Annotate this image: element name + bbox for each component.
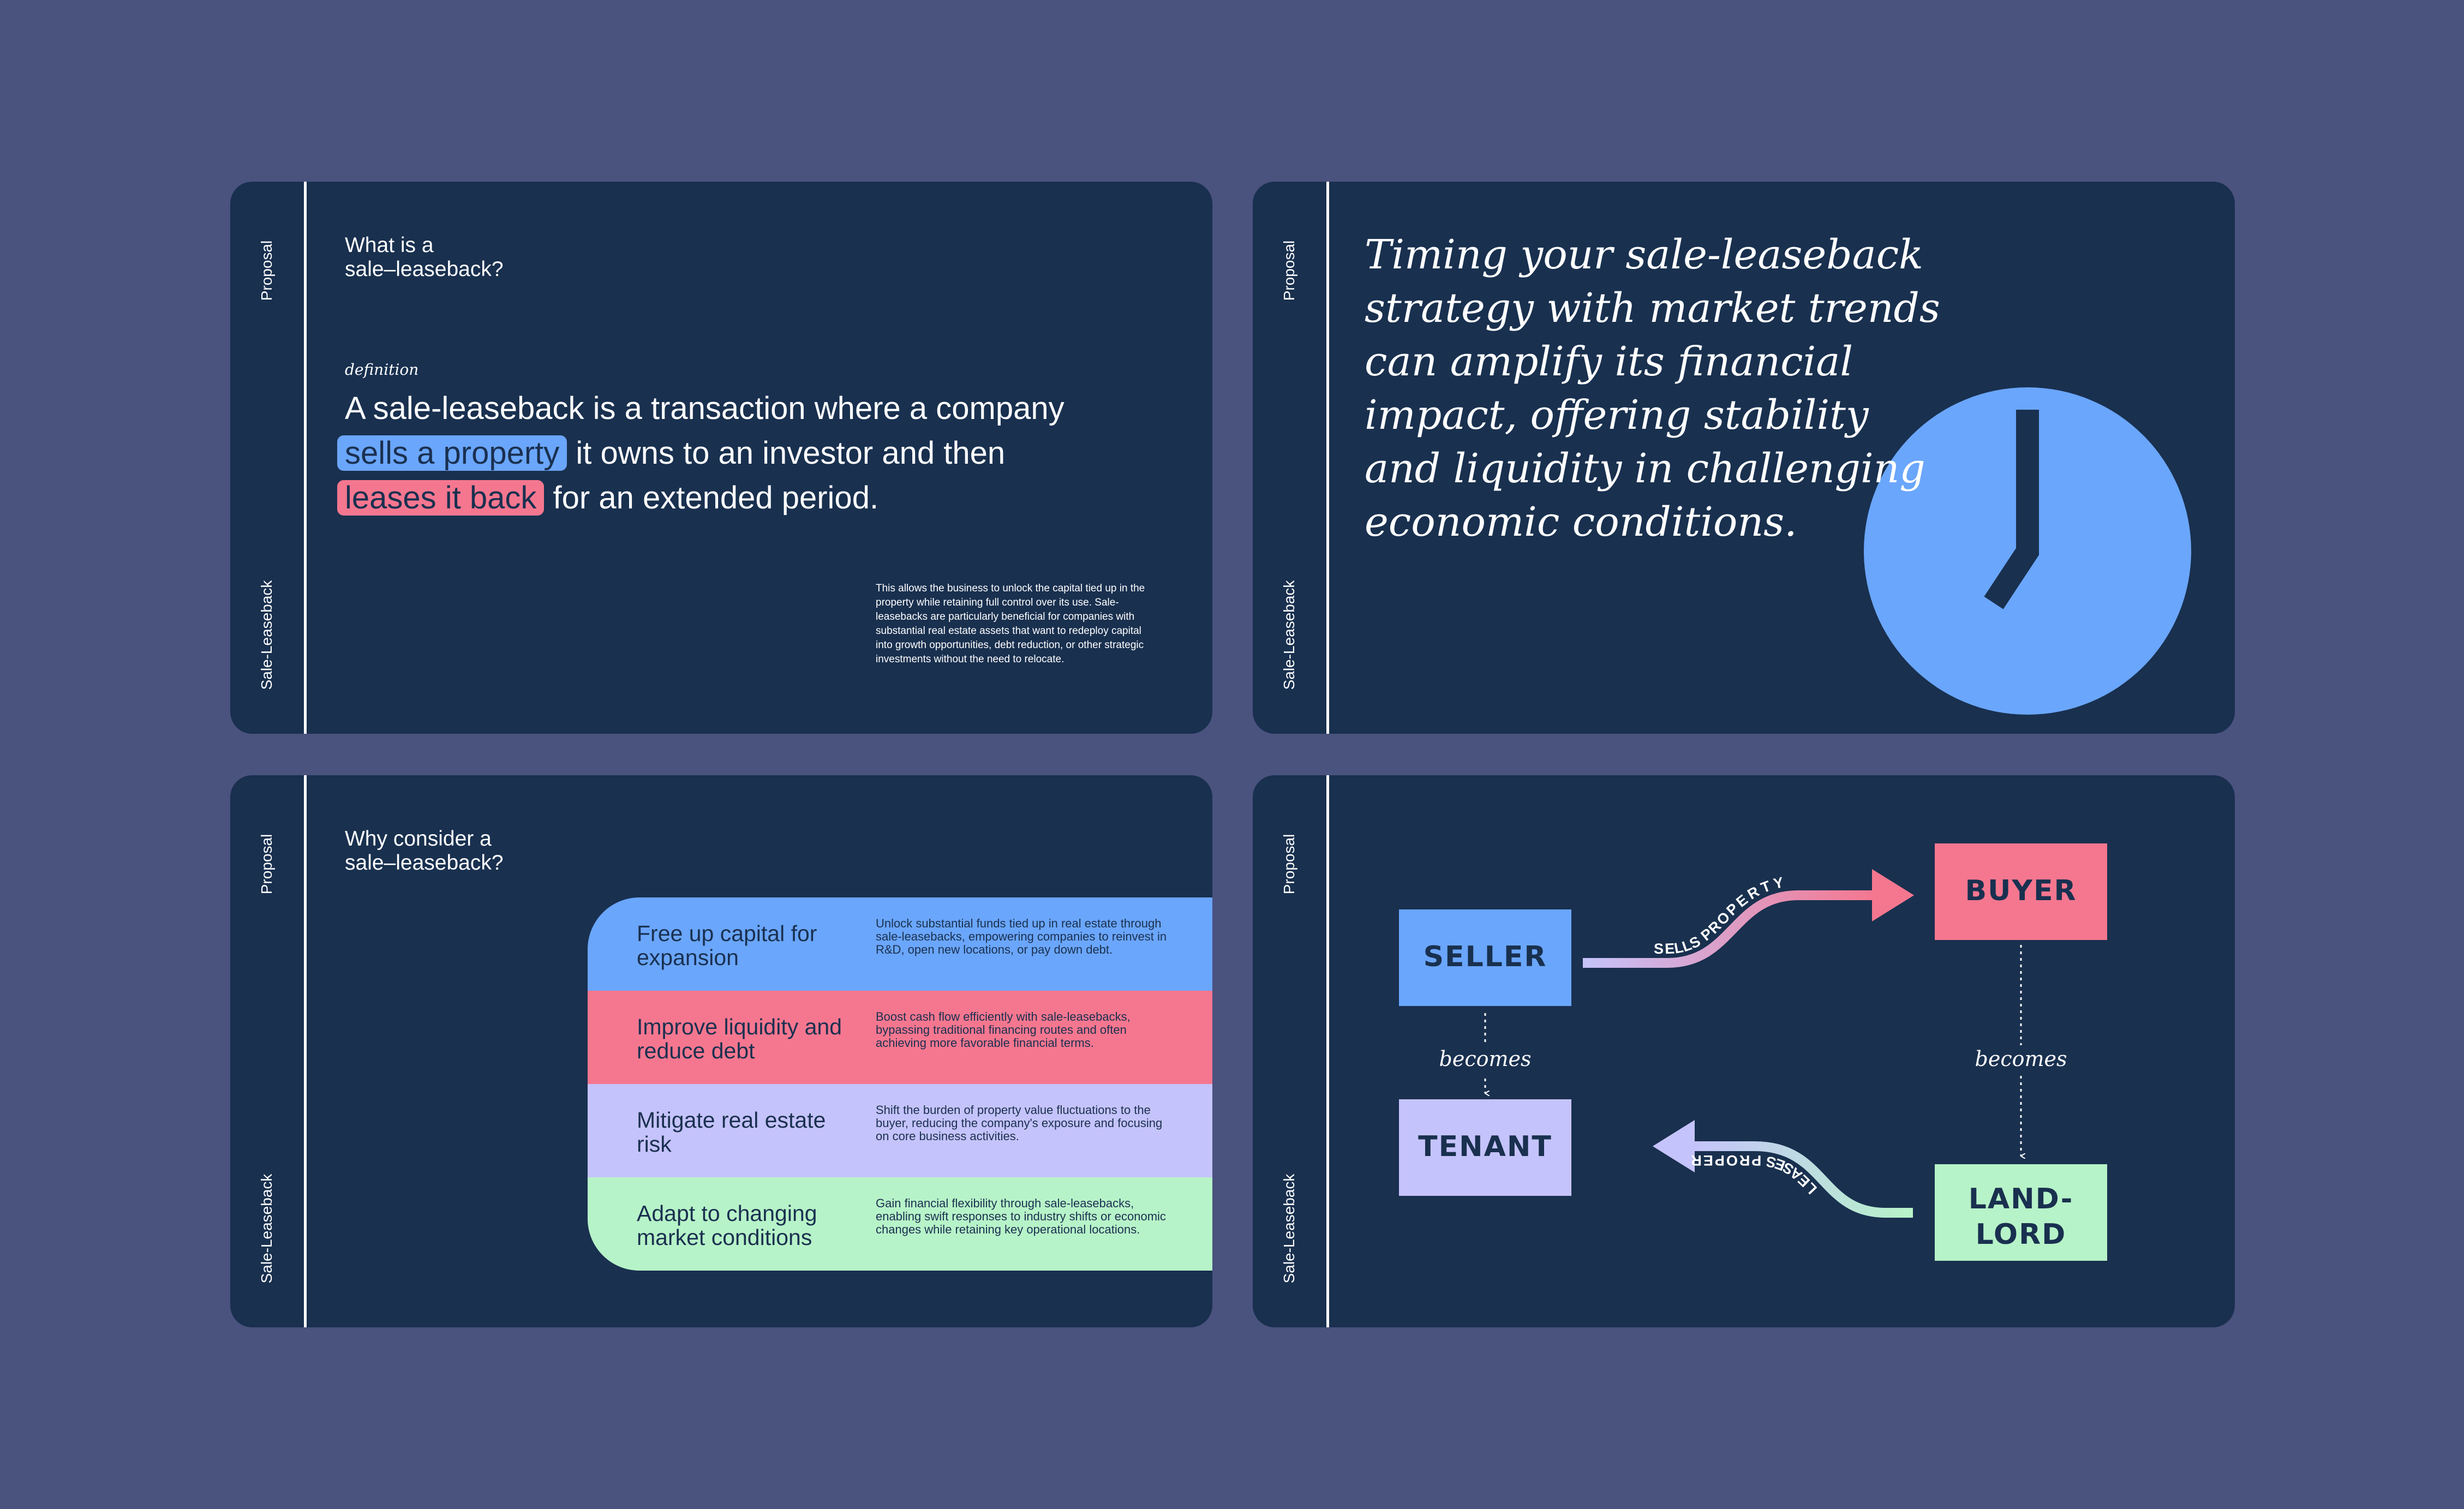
reason-title: Improve liquidity and reduce debt — [637, 1014, 842, 1063]
buyer-label: BUYER — [1965, 875, 2077, 907]
reason-description: Gain financial flexibility through sale-… — [876, 1196, 1166, 1236]
definition-paragraph: This allows the business to unlock the c… — [876, 583, 1145, 665]
becomes-left-bg — [1447, 1045, 1523, 1076]
becomes-left-label: becomes — [1439, 1047, 1532, 1071]
slide-rail — [1326, 182, 1329, 734]
heading-line: What is a — [345, 233, 434, 257]
heading-line: Why consider a — [345, 827, 492, 851]
reason-title: Adapt to changing market conditions — [637, 1201, 817, 1250]
slide-definition[interactable]: Proposal Sale-Leaseback What is a sale–l… — [230, 182, 1212, 734]
clock-icon — [1864, 387, 2191, 715]
seller-label: SELLER — [1424, 941, 1547, 973]
highlight-sells-property: sells a property — [337, 435, 567, 471]
quote-line: strategy with market trends — [1365, 285, 1940, 332]
definition-line: A sale-leaseback is a transaction where … — [345, 391, 1064, 426]
definition-text: A sale-leaseback is a transaction where … — [337, 386, 1064, 520]
landlord-label-line2: LORD — [1976, 1218, 2067, 1251]
definition-fragment: for an extended period. — [544, 480, 879, 516]
slide-flow-diagram[interactable]: Proposal Sale-Leaseback SELLS PROPERTY — [1253, 775, 2235, 1327]
slide-timing[interactable]: Proposal Sale-Leaseback Timing your sale… — [1253, 182, 2235, 734]
landlord-box — [1935, 1164, 2107, 1261]
slide-reasons[interactable]: Proposal Sale-Leaseback Why consider a s… — [230, 775, 1212, 1327]
tenant-label: TENANT — [1418, 1130, 1552, 1163]
seller-box — [1399, 909, 1571, 1006]
landlord-label-line1: LAND- — [1969, 1183, 2074, 1215]
slide-heading: What is a sale–leaseback? — [345, 233, 504, 282]
definition-line: leases it back for an extended period. — [337, 476, 1064, 520]
timing-quote: Timing your sale-leaseback strategy with… — [1365, 228, 2019, 549]
quote-line: Timing your sale-leaseback — [1365, 231, 1924, 278]
reason-title: Free up capital for expansion — [637, 921, 817, 970]
sells-arrowhead — [1872, 869, 1914, 921]
quote-line: impact, offering stability — [1365, 392, 1869, 439]
heading-line: sale–leaseback? — [345, 258, 504, 281]
reason-row: Free up capital for expansion Unlock sub… — [588, 897, 1212, 991]
reason-description: Boost cash flow efficiently with sale-le… — [876, 1010, 1131, 1050]
definition-tag: definition — [345, 361, 419, 379]
slide-rail — [304, 775, 307, 1327]
becomes-right-label: becomes — [1975, 1047, 2067, 1071]
slide-heading: Why consider a sale–leaseback? — [345, 827, 504, 875]
quote-line: and liquidity in challenging — [1365, 445, 1925, 492]
becomes-right-bg — [1983, 1045, 2059, 1076]
slide-rail — [304, 182, 307, 734]
buyer-box — [1935, 843, 2107, 940]
quote-line: economic conditions. — [1365, 499, 1797, 546]
reason-row: Mitigate real estate risk Shift the burd… — [588, 1084, 1212, 1177]
reasons-list: Free up capital for expansion Unlock sub… — [588, 897, 1212, 1271]
highlight-leases-it-back: leases it back — [337, 480, 545, 516]
reason-title: Mitigate real estate risk — [637, 1107, 826, 1157]
definition-line: sells a property it owns to an investor … — [337, 431, 1064, 476]
reason-description: Unlock substantial funds tied up in real… — [876, 917, 1167, 956]
tenant-box — [1399, 1099, 1571, 1196]
heading-line: sale–leaseback? — [345, 851, 504, 875]
leases-arrowhead — [1653, 1120, 1695, 1172]
reason-row: Improve liquidity and reduce debt Boost … — [588, 991, 1212, 1084]
flow-diagram: SELLS PROPERTY LEASES PROPERTY becomes b… — [1253, 775, 2107, 1261]
slide-rail — [1326, 775, 1329, 1327]
reason-row: Adapt to changing market conditions Gain… — [588, 1177, 1212, 1271]
reason-description: Shift the burden of property value fluct… — [876, 1103, 1163, 1143]
quote-line: can amplify its financial — [1365, 338, 1853, 385]
definition-fragment: it owns to an investor and then — [567, 435, 1006, 471]
